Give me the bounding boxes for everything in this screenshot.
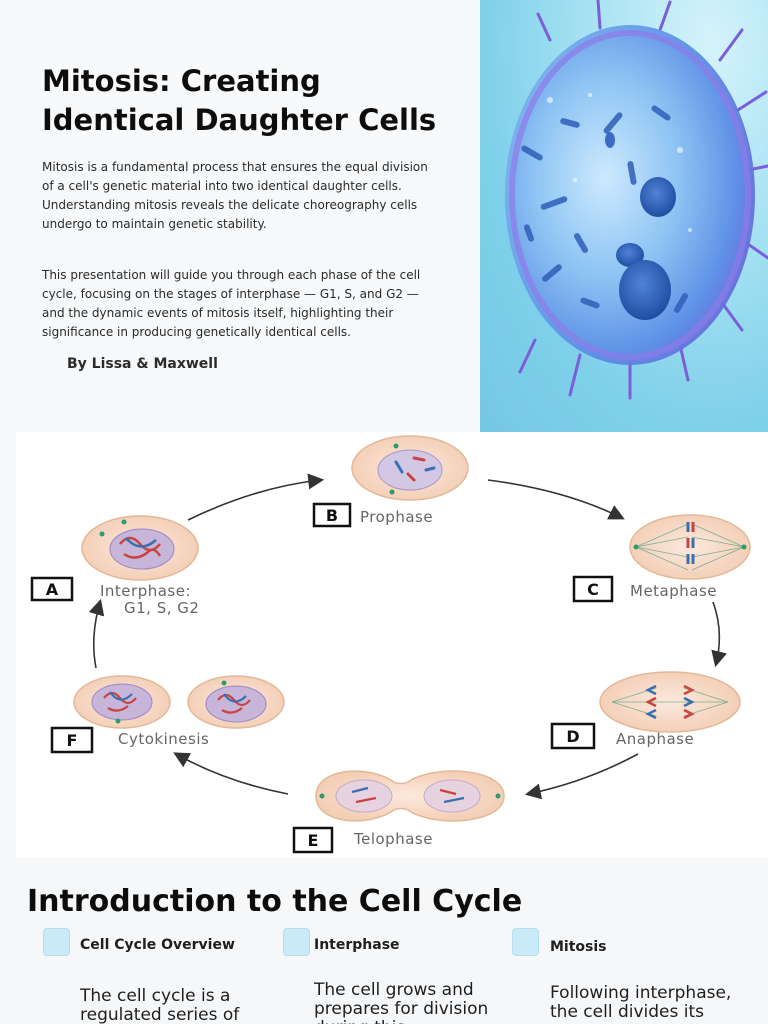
cell-cycle-diagram: A B C D E F Interphase: G1, S, G2 Propha… <box>16 432 768 858</box>
card-title: Cell Cycle Overview <box>80 937 235 953</box>
svg-text:B: B <box>326 506 338 525</box>
card-icon <box>43 928 70 956</box>
byline: By Lissa & Maxwell <box>67 356 218 372</box>
card-icon <box>512 928 539 956</box>
page-title: Mitosis: Creating Identical Daughter Cel… <box>42 64 437 137</box>
card-title: Interphase <box>314 937 400 953</box>
label-anaphase: Anaphase <box>616 730 694 748</box>
svg-text:A: A <box>46 580 59 599</box>
letter-box-d: D <box>550 722 596 750</box>
prophase-cell <box>351 435 469 501</box>
letter-box-e: E <box>292 826 334 854</box>
label-prophase: Prophase <box>360 508 433 526</box>
hero-section: Mitosis: Creating Identical Daughter Cel… <box>0 0 480 432</box>
svg-text:F: F <box>67 731 78 750</box>
anaphase-cell <box>599 671 741 733</box>
label-cytokinesis: Cytokinesis <box>118 730 209 748</box>
cell-illustration <box>480 0 768 432</box>
metaphase-cell <box>629 514 751 580</box>
interphase-cell <box>81 515 199 581</box>
arrow-d-to-e <box>524 753 639 800</box>
arrow-e-to-f <box>173 752 289 795</box>
letter-box-f: F <box>50 726 94 754</box>
label-interphase-phases: G1, S, G2 <box>124 599 199 617</box>
intro-paragraph-1: Mitosis is a fundamental process that en… <box>42 160 428 231</box>
arrow-f-to-a <box>88 598 105 669</box>
letter-box-a: A <box>30 576 74 602</box>
arrow-a-to-b <box>187 473 325 521</box>
card-body: The cell cycle is a regulated series of <box>80 986 240 1024</box>
svg-text:D: D <box>566 727 579 746</box>
card-title: Mitosis <box>550 939 607 955</box>
telophase-cell <box>315 770 505 822</box>
label-interphase: Interphase: <box>100 582 191 600</box>
card-body: Following interphase, the cell divides i… <box>550 983 732 1022</box>
label-metaphase: Metaphase <box>630 582 717 600</box>
section-title: Introduction to the Cell Cycle <box>27 884 523 919</box>
intro-paragraph-2: This presentation will guide you through… <box>42 268 421 339</box>
label-telophase: Telophase <box>353 830 433 848</box>
card-body: The cell grows and prepares for division… <box>314 980 489 1024</box>
letter-box-c: C <box>572 575 614 603</box>
svg-text:E: E <box>308 831 319 850</box>
letter-box-b: B <box>312 502 352 528</box>
arrow-c-to-d <box>711 601 727 668</box>
svg-text:C: C <box>587 580 599 599</box>
card-icon <box>283 928 310 956</box>
cytokinesis-cells <box>73 675 285 729</box>
arrow-b-to-c <box>487 479 625 520</box>
